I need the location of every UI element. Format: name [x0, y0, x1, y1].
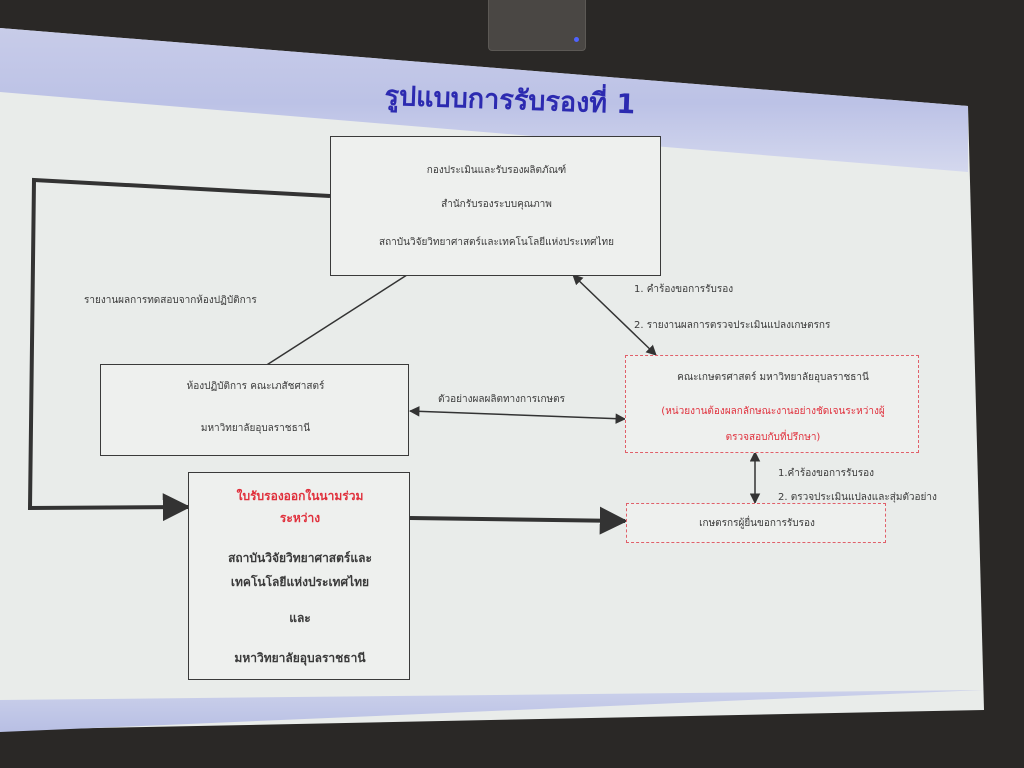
farmers-box: เกษตรกรผู้ยื่นขอการรับรอง	[626, 503, 886, 543]
mid-right-label-2: 2. ตรวจประเมินแปลงและสุ่มตัวอย่าง	[778, 492, 937, 503]
faculty-line-1: คณะเกษตรศาสตร์ มหาวิทยาลัยอุบลราชธานี	[677, 372, 869, 383]
certificate-box: ใบรับรองออกในนามร่วม ระหว่าง สถาบันวิจัย…	[188, 472, 410, 680]
faculty-box: คณะเกษตรศาสตร์ มหาวิทยาลัยอุบลราชธานี (ห…	[625, 355, 919, 453]
top-right-label-2: 2. รายงานผลการตรวจประเมินแปลงเกษตรกร	[634, 320, 831, 331]
certificate-red-line-1: ใบรับรองออกในนามร่วม	[236, 489, 364, 503]
farmers-label: เกษตรกรผู้ยื่นขอการรับรอง	[699, 518, 815, 529]
projector-led	[574, 37, 579, 42]
certificate-line-6: มหาวิทยาลัยอุบลราชธานี	[234, 651, 366, 665]
tisi-line-2: สำนักรับรองระบบคุณภาพ	[441, 199, 552, 210]
tisi-line-3: สถาบันวิจัยวิทยาศาสตร์และเทคโนโลยีแห่งปร…	[379, 237, 614, 248]
certificate-red-line-2: ระหว่าง	[279, 511, 321, 525]
faculty-line-3: ตรวจสอบกับที่ปรึกษา)	[725, 432, 821, 443]
lab-report-label: รายงานผลการทดสอบจากห้องปฏิบัติการ	[84, 295, 257, 306]
certificate-farmers-arrow	[409, 506, 628, 535]
certificate-line-4: เทคโนโลยีแห่งประเทศไทย	[230, 575, 370, 589]
projector	[488, 0, 586, 51]
faculty-line-2: (หน่วยงานต้องผลกลักษณะงานอย่างชัดเจนระหว…	[661, 406, 885, 417]
lab-box: ห้องปฏิบัติการ คณะเภสัชศาสตร์ มหาวิทยาลั…	[100, 364, 409, 456]
mid-right-label-1: 1.คำร้องขอการรับรอง	[778, 468, 874, 479]
lab-line-1: ห้องปฏิบัติการ คณะเภสัชศาสตร์	[186, 381, 325, 392]
loop-line	[27, 177, 331, 522]
lab-line-2: มหาวิทยาลัยอุบลราชธานี	[200, 423, 311, 434]
samples-label: ตัวอย่างผลผลิตทางการเกษตร	[438, 394, 566, 405]
lab-to-top-arrow	[261, 263, 425, 369]
certificate-line-5: และ	[289, 611, 311, 625]
top-faculty-arrow	[572, 274, 657, 356]
tisi-line-1: กองประเมินและรับรองผลิตภัณฑ์	[426, 165, 567, 176]
tisi-box: กองประเมินและรับรองผลิตภัณฑ์ สำนักรับรอง…	[330, 136, 661, 276]
top-right-label-1: 1. คำร้องขอการรับรอง	[634, 284, 734, 295]
certificate-line-3: สถาบันวิจัยวิทยาศาสตร์และ	[228, 551, 372, 565]
lab-faculty-arrow	[408, 406, 627, 424]
